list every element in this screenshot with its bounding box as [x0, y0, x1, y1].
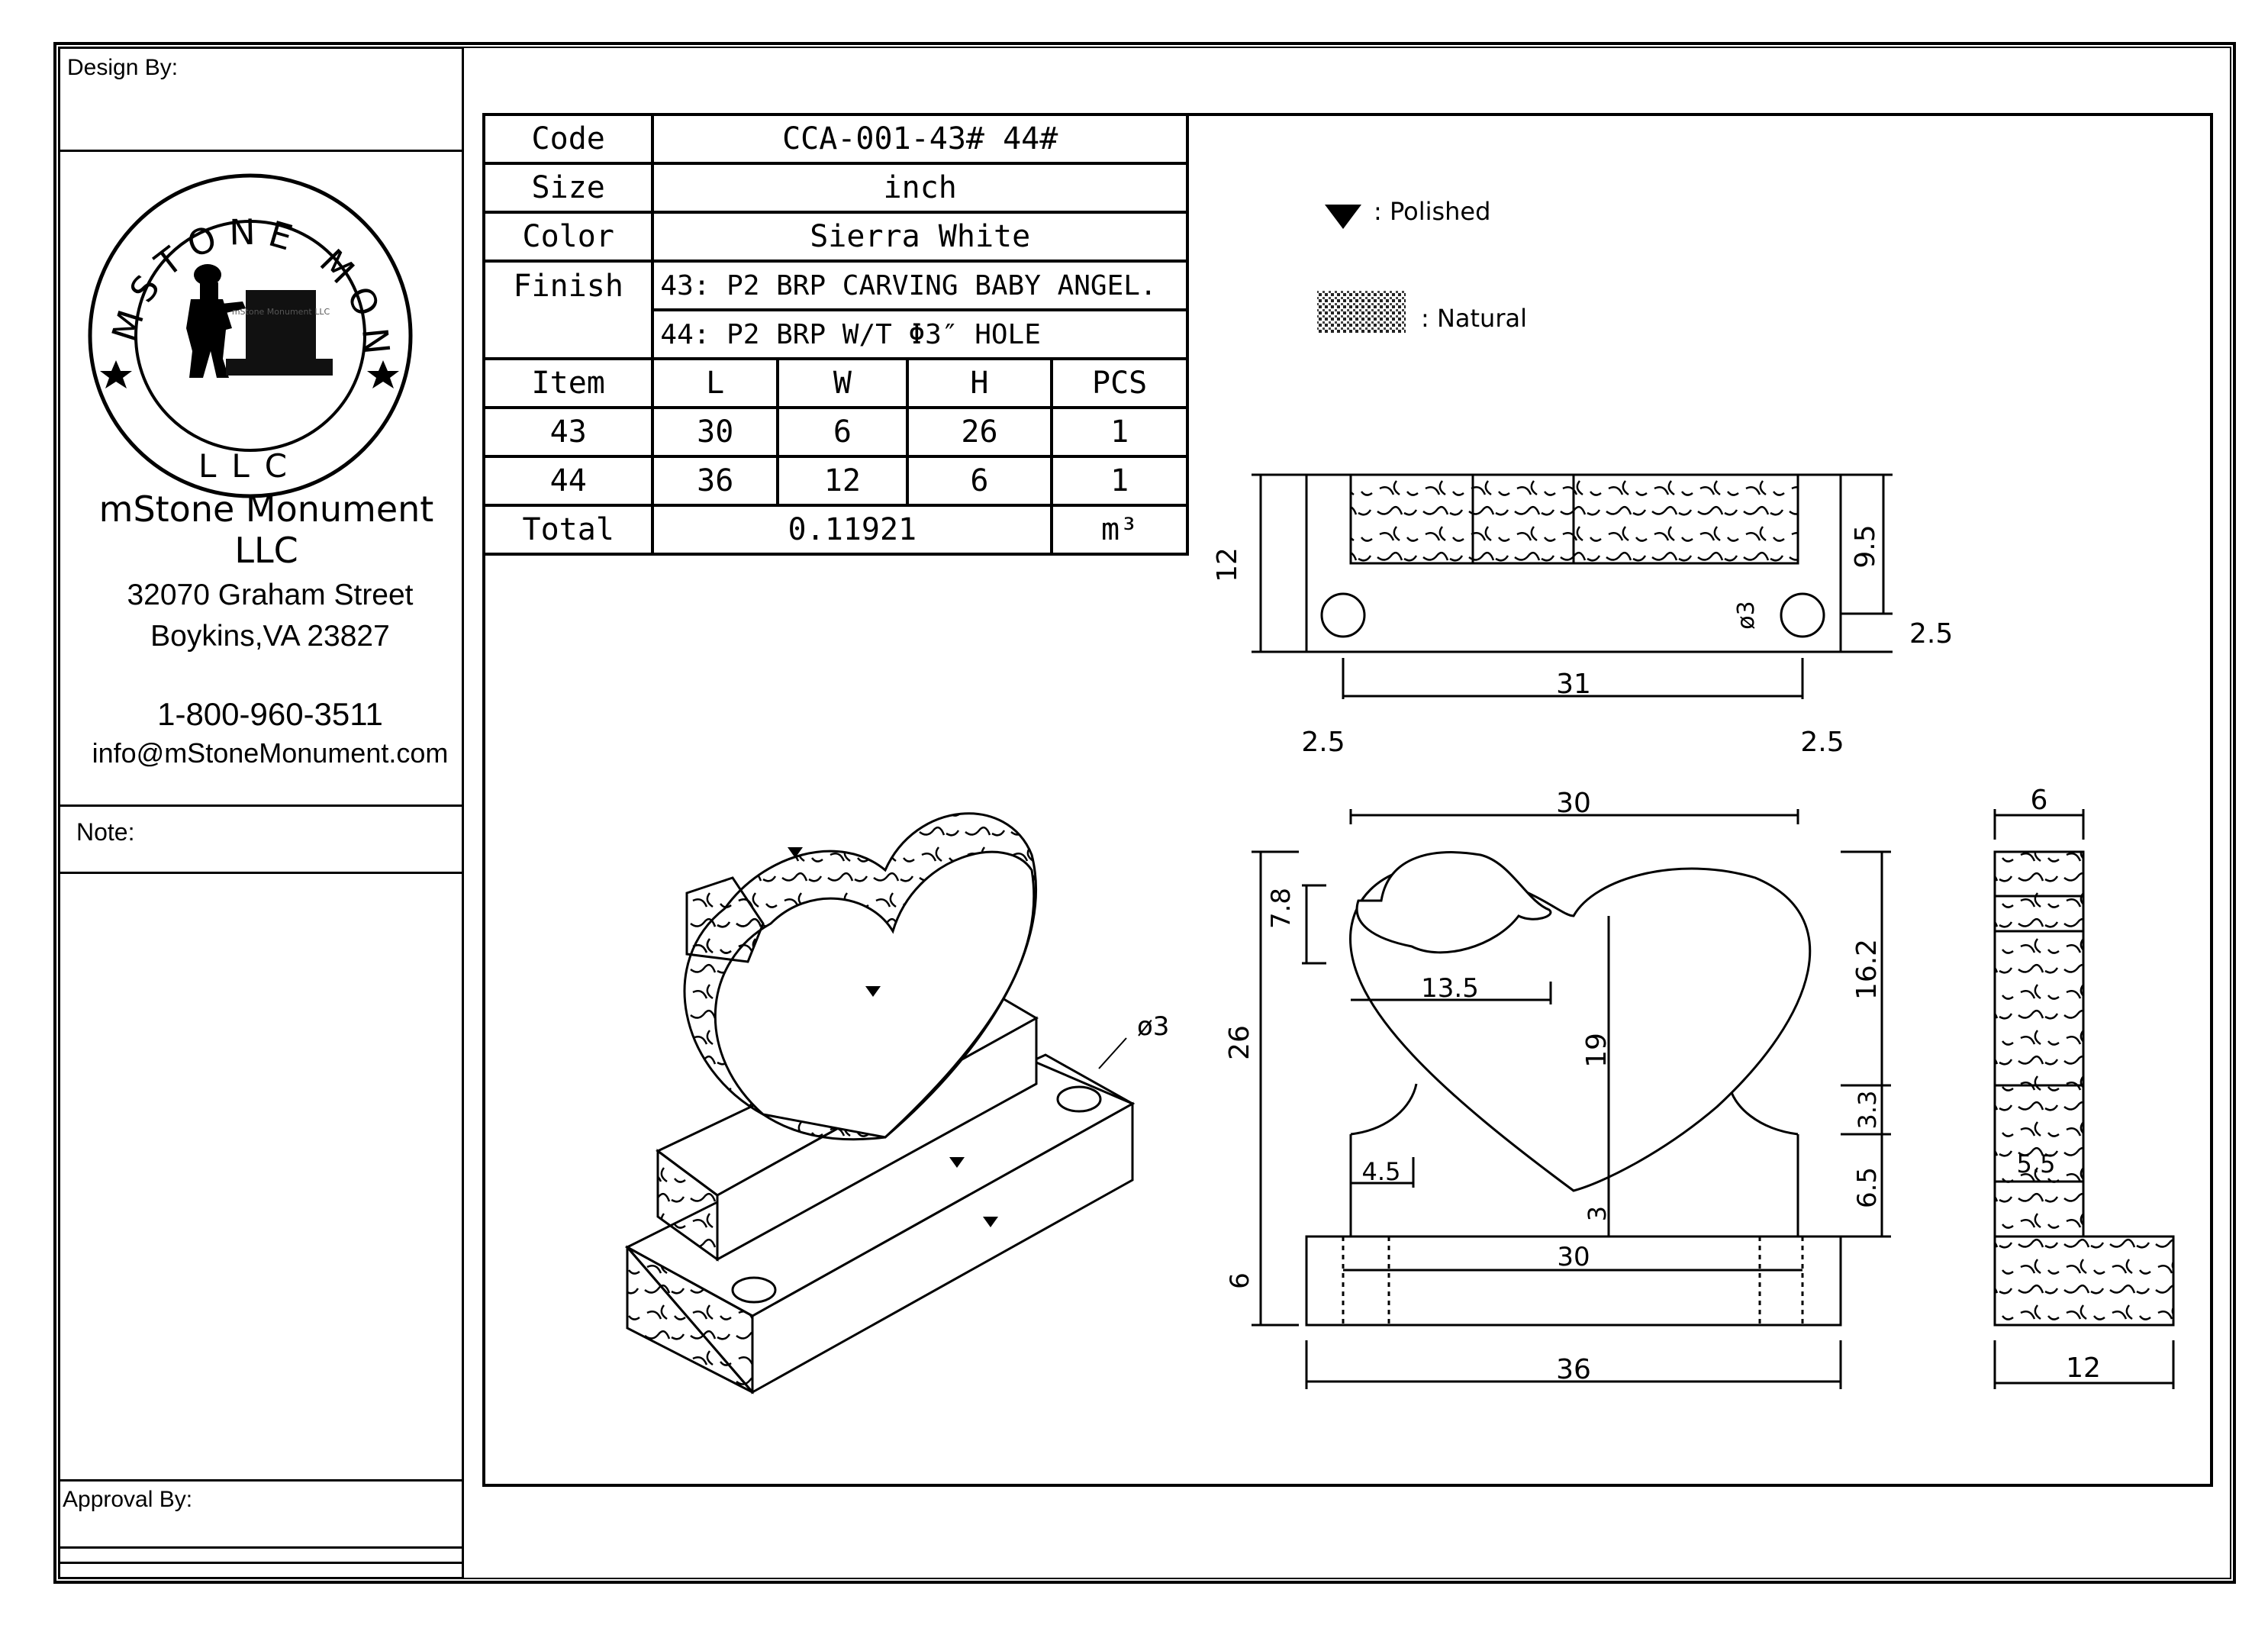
address-line-1: 32070 Graham Street	[127, 579, 414, 611]
note-label: Note:	[76, 818, 135, 846]
finish-line-2: 44: P2 BRP W/T Φ3″ HOLE	[651, 308, 1189, 360]
finish-row-1: Finish 43: P2 BRP CARVING BABY ANGEL.	[482, 260, 1189, 311]
sidebar-divider-1	[58, 150, 464, 152]
sidebar-divider-2	[58, 804, 464, 807]
header-l: L	[651, 357, 780, 409]
row-2-w: 12	[776, 455, 909, 507]
size-value: inch	[651, 162, 1189, 214]
address-line-2: Boykins,VA 23827	[150, 620, 390, 653]
sidebar-divider-6	[58, 1562, 464, 1564]
total-value: 0.11921	[651, 504, 1054, 556]
code-label: Code	[482, 113, 655, 165]
finish-label-spacer	[482, 310, 655, 360]
phone-number: 1-800-960-3511	[157, 696, 383, 732]
finish-label: Finish	[482, 260, 655, 310]
email-address: info@mStoneMonument.com	[92, 737, 449, 769]
size-row: Size inch	[482, 162, 1189, 214]
table-row: 43 30 6 26 1	[482, 406, 1189, 458]
sidebar-divider-4	[58, 1479, 464, 1482]
total-label: Total	[482, 504, 655, 556]
header-w: W	[776, 357, 909, 409]
sidebar-panel	[58, 47, 464, 1579]
outer-border	[53, 42, 2236, 1584]
table-row: 44 36 12 6 1	[482, 455, 1189, 507]
row-1-w: 6	[776, 406, 909, 458]
header-pcs: PCS	[1050, 357, 1189, 409]
size-label: Size	[482, 162, 655, 214]
spec-table: Code CCA-001-43# 44# Size inch Color Sie…	[482, 113, 1189, 556]
row-2-pcs: 1	[1050, 455, 1189, 507]
approval-label: Approval By:	[63, 1487, 193, 1512]
color-value: Sierra White	[651, 211, 1189, 263]
header-item: Item	[482, 357, 655, 409]
row-1-item: 43	[482, 406, 655, 458]
row-2-l: 36	[651, 455, 780, 507]
row-2-item: 44	[482, 455, 655, 507]
total-row: Total 0.11921 m³	[482, 504, 1189, 556]
design-by-label: Design By:	[67, 55, 179, 80]
code-row: Code CCA-001-43# 44#	[482, 113, 1189, 165]
row-1-pcs: 1	[1050, 406, 1189, 458]
sidebar-divider-3	[58, 872, 464, 874]
finish-row-2: 44: P2 BRP W/T Φ3″ HOLE	[482, 308, 1189, 360]
header-row: Item L W H PCS	[482, 357, 1189, 409]
sidebar-divider-5	[58, 1546, 464, 1549]
total-unit: m³	[1050, 504, 1189, 556]
color-label: Color	[482, 211, 655, 263]
drawing-area	[482, 113, 2213, 1487]
row-2-h: 6	[905, 455, 1054, 507]
row-1-h: 26	[905, 406, 1054, 458]
company-name: mStone Monument LLC	[98, 488, 434, 571]
finish-line-1: 43: P2 BRP CARVING BABY ANGEL.	[651, 260, 1189, 311]
code-value: CCA-001-43# 44#	[651, 113, 1189, 165]
color-row: Color Sierra White	[482, 211, 1189, 263]
row-1-l: 30	[651, 406, 780, 458]
header-h: H	[905, 357, 1054, 409]
